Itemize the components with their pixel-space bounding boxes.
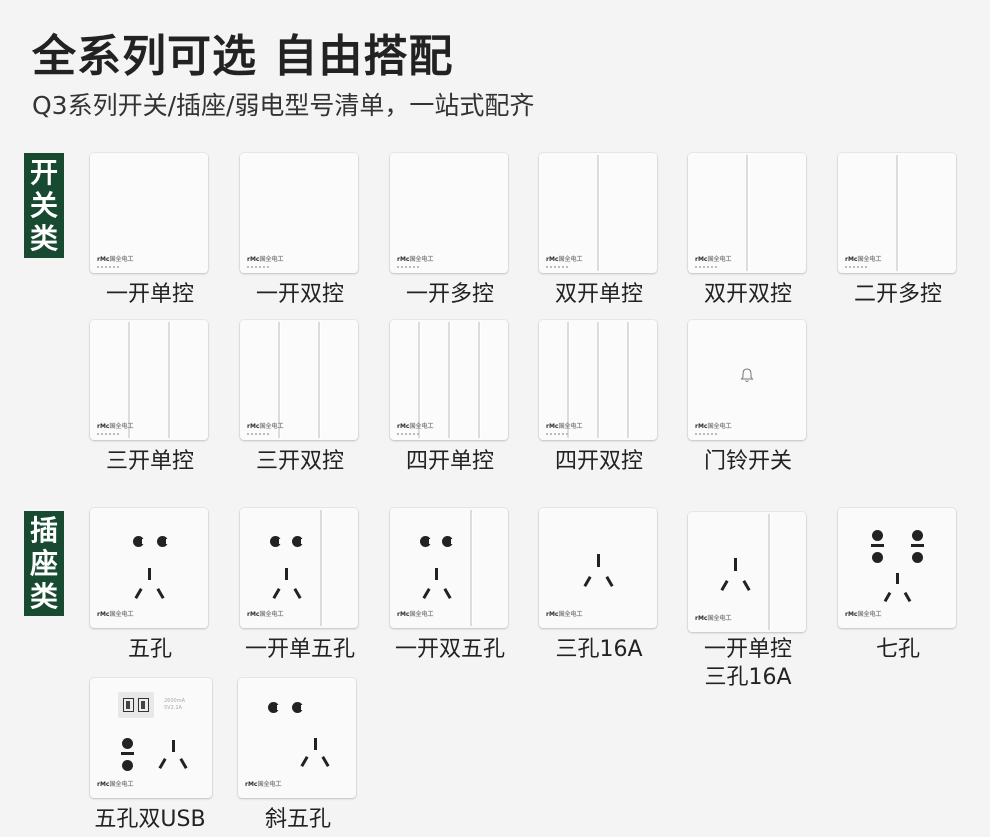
brand-logo: rMc国全电工 [695,423,732,430]
switch-panel: rMc国全电工 [688,320,806,440]
brand-logo: rMc国全电工 [546,611,583,618]
switch-panel: rMc国全电工 [688,153,806,273]
category-switch-tag: 开 关 类 [24,153,64,258]
brand-logo: rMc国全电工 [397,256,434,263]
brand-logo: rMc国全电工 [695,615,732,622]
switch-panel: rMc国全电工 [539,153,657,273]
brand-logo: rMc国全电工 [97,781,134,788]
usb-port-group [118,692,154,718]
category-char: 开 [29,156,58,189]
product-label: 一开双控 [255,282,344,307]
product-label: 五孔双USB [94,807,206,832]
switch-panel: rMc国全电工 [539,320,657,440]
switch-panel: rMc国全电工 [390,320,508,440]
brand-logo: rMc国全电工 [97,423,134,430]
product-label: 七孔 [875,637,920,662]
brand-logo: rMc国全电工 [245,781,282,788]
category-socket-tag: 插 座 类 [24,511,64,616]
product-label: 三孔16A [555,637,643,662]
category-char: 插 [29,514,58,547]
brand-logo: rMc国全电工 [247,256,284,263]
product-label: 三开双控 [255,449,344,474]
category-char: 类 [29,580,58,613]
product-label: 斜五孔 [264,807,331,832]
page-title: 全系列可选 自由搭配 [32,31,454,82]
switch-panel: rMc国全电工 [838,153,956,273]
product-label: 四开单控 [405,449,494,474]
brand-logo: rMc国全电工 [546,423,583,430]
brand-logo: rMc国全电工 [97,611,134,618]
product-label: 四开双控 [554,449,643,474]
usb-port-icon [138,698,149,712]
product-label: 一开双五孔 [394,637,505,662]
socket-panel: rMc国全电工 [838,508,956,628]
product-label: 二开多控 [853,282,942,307]
category-char: 类 [29,222,58,255]
product-label: 五孔 [127,637,172,662]
product-label: 双开单控 [554,282,643,307]
product-label: 一开单控 三孔16A [703,637,792,690]
switch-panel: rMc国全电工 [390,153,508,273]
brand-logo: rMc国全电工 [247,423,284,430]
usb-port-icon [123,698,134,712]
socket-panel: rMc国全电工 [390,508,508,628]
product-label: 三开单控 [105,449,194,474]
brand-logo: rMc国全电工 [97,256,134,263]
category-char: 关 [29,189,58,222]
brand-logo: rMc国全电工 [397,423,434,430]
brand-logo: rMc国全电工 [397,611,434,618]
page-subtitle: Q3系列开关/插座/弱电型号清单，一站式配齐 [32,91,535,120]
product-label: 一开单五孔 [244,637,355,662]
product-label: 一开单控 [105,282,194,307]
switch-panel: rMc国全电工 [90,320,208,440]
product-label: 门铃开关 [703,449,792,474]
product-label: 一开多控 [405,282,494,307]
socket-panel: rMc国全电工 [90,508,208,628]
switch-panel: rMc国全电工 [240,153,358,273]
switch-panel: rMc国全电工 [240,320,358,440]
brand-logo: rMc国全电工 [546,256,583,263]
brand-logo: rMc国全电工 [247,611,284,618]
brand-logo: rMc国全电工 [845,256,882,263]
socket-panel: rMc国全电工 [238,678,356,798]
bell-icon [740,368,754,382]
switch-panel: rMc国全电工 [90,153,208,273]
category-char: 座 [29,547,58,580]
brand-logo: rMc国全电工 [695,256,732,263]
product-label: 双开双控 [703,282,792,307]
brand-logo: rMc国全电工 [845,611,882,618]
socket-panel: rMc国全电工 [240,508,358,628]
socket-panel: rMc国全电工 [539,508,657,628]
socket-panel: rMc国全电工 [688,512,806,632]
